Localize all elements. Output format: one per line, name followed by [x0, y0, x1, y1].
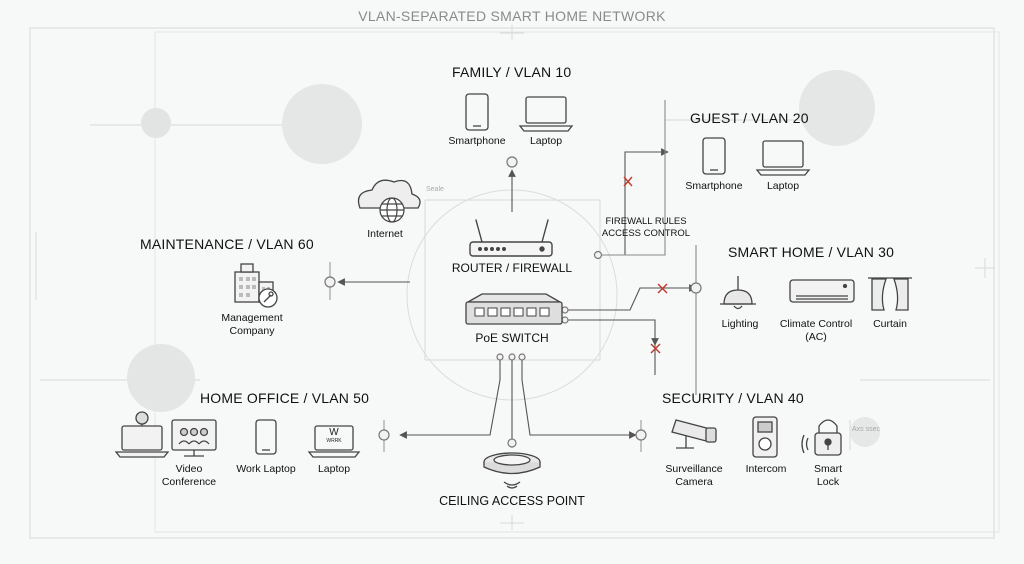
- blocked-markers: [623, 176, 668, 354]
- background-circle: [141, 108, 171, 138]
- background-circle: [850, 417, 880, 447]
- video-conference-label: Video Conference: [150, 463, 228, 489]
- firewall-rules-line2: ACCESS CONTROL: [601, 228, 691, 239]
- background-circle: [799, 70, 875, 146]
- firewall-rules-label: FIREWALL RULES ACCESS CONTROL: [600, 216, 692, 240]
- smart-lock-label: Smart Lock: [804, 463, 852, 489]
- smart-home-vlan-label: SMART HOME / VLAN 30: [728, 244, 895, 260]
- firewall-rule-line: [598, 100, 666, 256]
- surveillance-line2: Camera: [675, 476, 713, 488]
- family-vlan-label: FAMILY / VLAN 10: [452, 64, 572, 80]
- work-laptop-label: Work Laptop: [236, 463, 296, 475]
- surveillance-line1: Surveillance: [665, 463, 723, 475]
- laptop-screen-sub: WRRK: [326, 438, 342, 444]
- video-conference-icon: [171, 419, 217, 457]
- family-smartphone-label: Smartphone: [448, 135, 506, 147]
- laptop-screen-w: W: [329, 427, 339, 438]
- webcam-laptop-icon: [114, 411, 170, 458]
- security-vlan-label: SECURITY / VLAN 40: [662, 390, 804, 406]
- climate-control-line1: Climate Control: [779, 318, 853, 330]
- maintenance-vlan-label: MAINTENANCE / VLAN 60: [140, 236, 314, 252]
- background-circle: [127, 344, 195, 412]
- intercom-label: Intercom: [745, 463, 787, 475]
- pendant-lamp-icon: [720, 276, 756, 310]
- smart-lock-icon: [801, 419, 842, 456]
- intercom-icon: [752, 416, 778, 458]
- axis-note: Axs ssec: [852, 426, 881, 433]
- laptop-icon: [518, 96, 574, 132]
- smart-lock-line1: Smart: [813, 463, 842, 475]
- scale-note: Seale: [426, 186, 444, 193]
- switch-to-security-link: [521, 355, 637, 439]
- home-office-vlan-label: HOME OFFICE / VLAN 50: [200, 390, 370, 406]
- smartphone-icon: [255, 419, 277, 455]
- switch-to-security-link-1: [565, 319, 659, 346]
- router-label: ROUTER / FIREWALL: [451, 261, 573, 275]
- internet-label: Internet: [367, 228, 403, 240]
- smartphone-icon: [465, 93, 489, 131]
- lighting-label: Lighting: [721, 318, 759, 330]
- video-line1: Video: [175, 463, 203, 475]
- smartphone-icon: [702, 137, 726, 175]
- switch-icon: [465, 293, 563, 325]
- security-camera-icon: [671, 419, 717, 449]
- switch-to-homeoffice-link: [399, 355, 501, 439]
- access-point-icon: [483, 452, 541, 489]
- junction-nodes: [324, 156, 702, 448]
- guest-smartphone-label: Smartphone: [685, 180, 743, 192]
- curtain-icon: [868, 277, 912, 311]
- access-point-label: CEILING ACCESS POINT: [439, 494, 585, 508]
- smart-lock-line2: Lock: [816, 476, 840, 488]
- laptop-icon: [307, 425, 361, 458]
- diagram-title: VLAN-SEPARATED SMART HOME NETWORK: [358, 8, 666, 24]
- company-label: Company: [229, 325, 275, 337]
- laptop-screen-text: W WRRK: [315, 427, 353, 445]
- switch-label: PoE SWITCH: [475, 331, 549, 345]
- surveillance-camera-label: Surveillance Camera: [656, 463, 732, 489]
- background-circle: [282, 84, 362, 164]
- cloud-icon: [357, 179, 421, 209]
- management-label: Management: [221, 312, 283, 324]
- home-office-laptop-label: Laptop: [317, 463, 351, 475]
- video-line2: Conference: [161, 476, 217, 488]
- wrench-icon: [258, 288, 278, 308]
- guest-laptop-label: Laptop: [766, 180, 800, 192]
- air-conditioner-icon: [789, 279, 855, 303]
- globe-icon: [379, 197, 405, 223]
- firewall-rules-line1: FIREWALL RULES: [605, 216, 687, 227]
- router-icon: [469, 219, 553, 257]
- climate-control-line2: (AC): [805, 331, 827, 343]
- curtain-label: Curtain: [873, 318, 907, 330]
- management-company-label: Management Company: [208, 312, 296, 338]
- switch-to-smarthome-link: [565, 284, 697, 311]
- climate-control-label: Climate Control (AC): [772, 318, 860, 344]
- family-laptop-label: Laptop: [529, 135, 563, 147]
- guest-vlan-label: GUEST / VLAN 20: [690, 110, 809, 126]
- building-icon: [234, 263, 274, 303]
- connection-lines: [329, 100, 697, 452]
- laptop-icon: [755, 140, 811, 176]
